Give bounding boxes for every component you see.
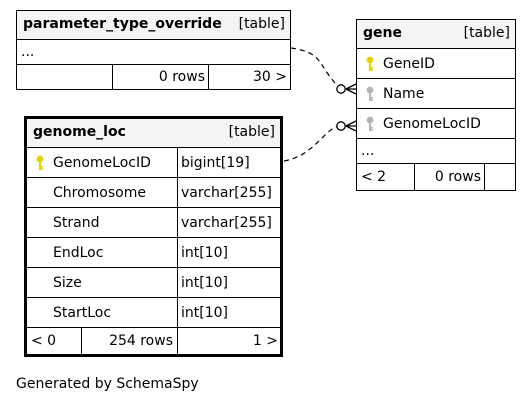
- relationship-line-genome-loc-gene: [283, 125, 341, 162]
- column-row[interactable]: StartLoc int[10]: [27, 298, 280, 328]
- column-row[interactable]: GenomeLocID bigint[19]: [27, 148, 280, 178]
- table-kind: [table]: [463, 25, 510, 41]
- column-name: GenomeLocID: [53, 154, 151, 171]
- table-header: parameter_type_override [table]: [17, 11, 290, 40]
- column-row[interactable]: Size int[10]: [27, 268, 280, 298]
- table-name[interactable]: gene: [363, 25, 402, 41]
- table-genome-loc[interactable]: genome_loc [table] GenomeLocID bigint[19…: [24, 116, 283, 357]
- column-type: varchar[255]: [181, 214, 272, 231]
- table-footer-row: < 0 254 rows 1 >: [27, 328, 280, 354]
- column-type: int[10]: [181, 274, 228, 291]
- column-name: Chromosome: [53, 184, 146, 201]
- column-type: bigint[19]: [181, 154, 250, 171]
- column-name: EndLoc: [53, 244, 104, 261]
- column-type: int[10]: [181, 244, 228, 261]
- footer-right-link[interactable]: 30 >: [253, 69, 287, 85]
- column-type: varchar[255]: [181, 184, 272, 201]
- column-name: Strand: [53, 214, 100, 231]
- table-name[interactable]: genome_loc: [33, 124, 126, 140]
- column-name: Size: [53, 274, 82, 291]
- column-row[interactable]: Strand varchar[255]: [27, 208, 280, 238]
- column-name: GenomeLocID: [383, 115, 481, 132]
- primary-key-icon: [363, 55, 377, 73]
- footer-right: [485, 164, 511, 190]
- column-row[interactable]: EndLoc int[10]: [27, 238, 280, 268]
- footer-left-link[interactable]: < 2: [361, 169, 387, 185]
- generated-by-text: Generated by SchemaSpy: [16, 376, 199, 392]
- column-row[interactable]: Name: [357, 79, 515, 109]
- footer-row-count: 0 rows: [434, 169, 481, 185]
- column-name: GeneID: [383, 55, 435, 72]
- table-parameter-type-override[interactable]: parameter_type_override [table] ... 0 ro…: [16, 10, 291, 90]
- table-gene[interactable]: gene [table] GeneID Name GenomeLocID ...…: [356, 19, 516, 191]
- primary-key-icon: [33, 154, 47, 172]
- footer-left-link[interactable]: < 0: [31, 333, 57, 349]
- relationship-crowfoot: [345, 83, 357, 95]
- table-ellipsis-row: ...: [357, 139, 515, 164]
- column-row[interactable]: GenomeLocID: [357, 109, 515, 139]
- column-row[interactable]: Chromosome varchar[255]: [27, 178, 280, 208]
- ellipsis: ...: [361, 143, 375, 159]
- footer-right-link[interactable]: 1 >: [252, 333, 278, 349]
- index-key-icon: [363, 115, 377, 133]
- table-header: genome_loc [table]: [27, 119, 280, 148]
- relationship-endpoint-circle: [336, 121, 346, 131]
- column-row[interactable]: GeneID: [357, 49, 515, 79]
- column-type: int[10]: [181, 304, 228, 321]
- relationship-crowfoot: [345, 120, 357, 132]
- index-key-icon: [363, 85, 377, 103]
- relationship-endpoint-circle: [336, 84, 346, 94]
- table-ellipsis-row: ...: [17, 40, 290, 65]
- table-kind: [table]: [228, 124, 275, 140]
- table-header: gene [table]: [357, 20, 515, 49]
- table-name[interactable]: parameter_type_override: [23, 16, 222, 32]
- relationship-line-parameter-type-override-gene: [290, 47, 343, 90]
- table-footer-row: 0 rows 30 >: [17, 65, 290, 89]
- table-footer-row: < 2 0 rows: [357, 164, 515, 190]
- ellipsis: ...: [21, 44, 35, 60]
- footer-row-count: 0 rows: [158, 69, 205, 85]
- column-name: Name: [383, 85, 425, 102]
- column-name: StartLoc: [53, 304, 112, 321]
- footer-row-count: 254 rows: [109, 333, 173, 349]
- table-kind: [table]: [238, 16, 285, 32]
